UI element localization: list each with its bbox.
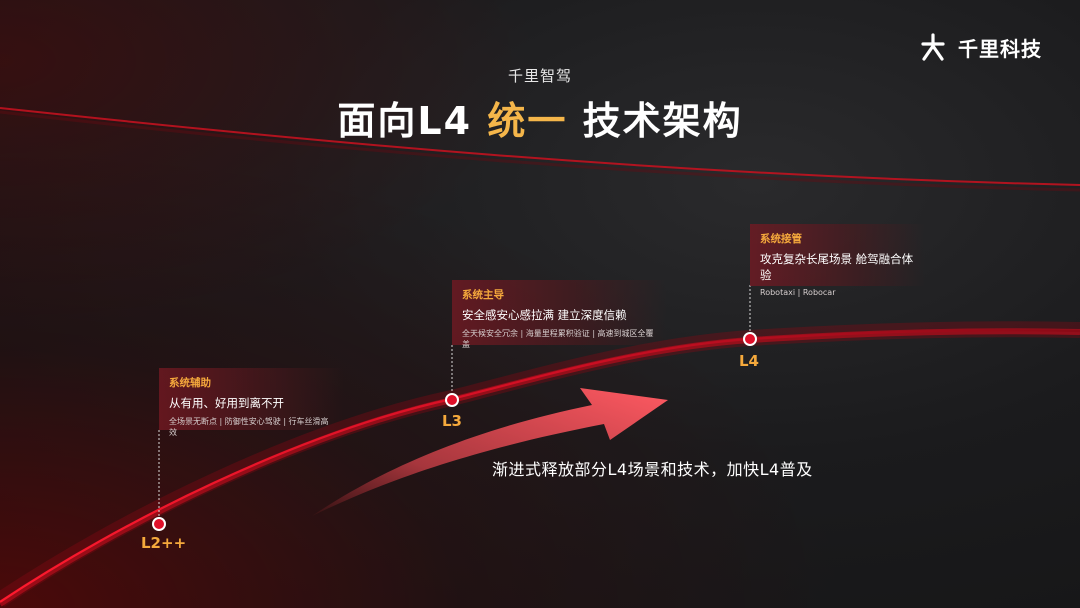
title-highlight: 统一 xyxy=(487,99,568,143)
stage-title: 系统主导 xyxy=(462,289,504,301)
level-label-l3: L3 xyxy=(442,412,462,430)
level-label-l2: L2++ xyxy=(141,534,187,552)
arrow-caption: 渐进式释放部分L4场景和技术，加快L4普及 xyxy=(492,460,813,479)
growth-curve xyxy=(0,329,1080,603)
stage-detail: Robotaxi | Robocar xyxy=(760,288,836,297)
stage-headline: 从有用、好用到离不开 xyxy=(169,396,284,410)
level-label-l4: L4 xyxy=(739,352,759,370)
stage-detail: 全天候安全冗余 | 海量里程累积验证 | 高速到城区全覆盖 xyxy=(462,329,654,349)
stage-detail: 全场景无断点 | 防御性安心驾驶 | 行车丝滑高效 xyxy=(169,417,329,437)
stage-headline: 安全感安心感拉满 建立深度信赖 xyxy=(462,308,627,322)
page-subtitle: 千里智驾 xyxy=(507,67,572,85)
title-suffix: 技术架构 xyxy=(582,99,743,143)
marker-l3 xyxy=(445,393,459,407)
marker-l2 xyxy=(152,517,166,531)
brand-logo: 千里科技 xyxy=(918,32,1042,62)
stage-title: 系统辅助 xyxy=(169,377,211,389)
stage-card-l4: 系统接管 攻克复杂长尾场景 舱驾融合体验 Robotaxi | Robocar xyxy=(750,224,925,297)
progress-arrow xyxy=(312,388,668,516)
stage-card-l2: 系统辅助 从有用、好用到离不开 全场景无断点 | 防御性安心驾驶 | 行车丝滑高… xyxy=(159,368,344,437)
brand-name: 千里科技 xyxy=(958,36,1042,61)
stage-headline: 攻克复杂长尾场景 舱驾融合体验 xyxy=(760,252,914,282)
marker-l4 xyxy=(743,332,757,346)
top-decor-curve xyxy=(0,107,1080,186)
stage-title: 系统接管 xyxy=(760,233,802,245)
title-prefix: 面向L4 xyxy=(337,99,473,143)
page-title: 面向L4 统一 技术架构 xyxy=(0,90,1080,145)
stage-card-l3: 系统主导 安全感安心感拉满 建立深度信赖 全天候安全冗余 | 海量里程累积验证 … xyxy=(452,280,667,349)
brand-mark-icon xyxy=(921,33,945,61)
